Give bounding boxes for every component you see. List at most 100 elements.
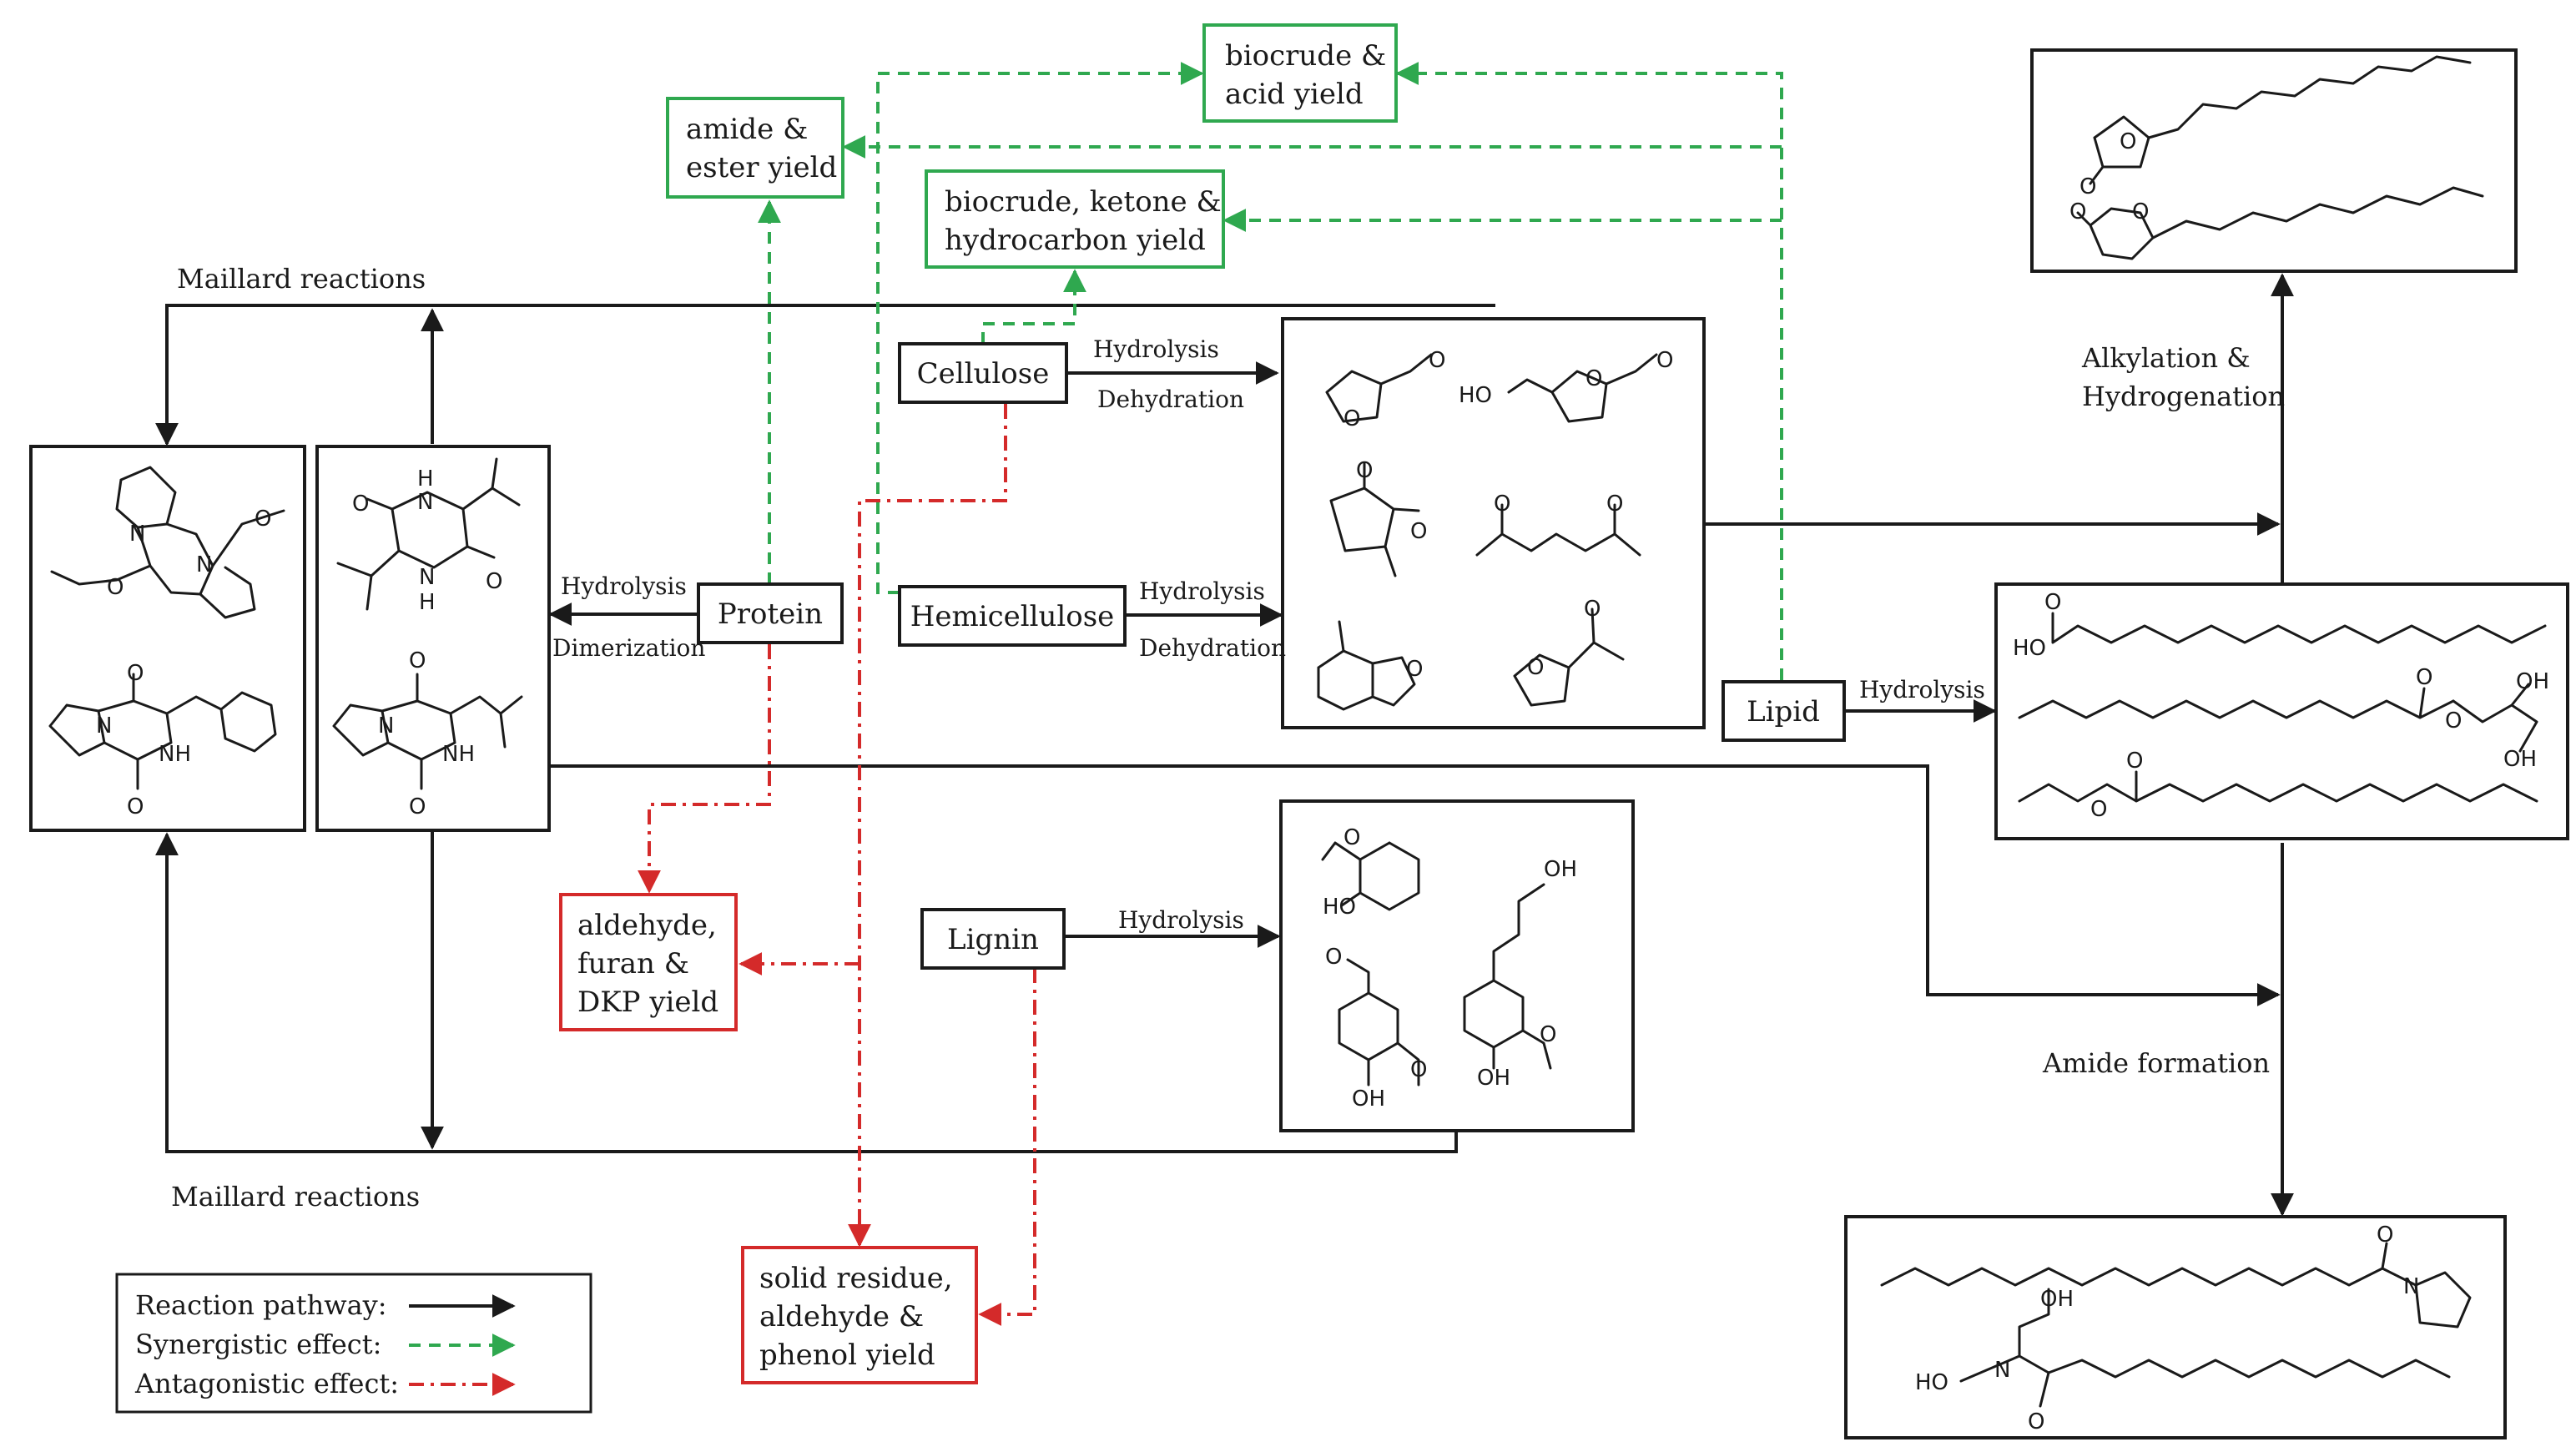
- atom-n-4: N: [417, 490, 433, 515]
- atom-o-5: O: [352, 492, 369, 517]
- atom-n-1: N: [129, 522, 145, 547]
- lipid-to-biocrude-acid: [1395, 62, 1783, 680]
- atom-o-1: O: [255, 507, 271, 532]
- antagonistic-boxes: aldehyde, furan & DKP yield solid residu…: [559, 893, 978, 1384]
- atom-o-34: O: [2028, 1409, 2044, 1434]
- atom-oh-1: OH: [1352, 1086, 1385, 1112]
- atom-o-21: O: [1325, 945, 1342, 970]
- atom-ho-1: HO: [1459, 383, 1492, 408]
- dkp-to-amide-line: [551, 764, 2281, 1006]
- label-dehydration-cellulose: Dehydration: [1097, 386, 1244, 413]
- structure-boxes: [29, 48, 2569, 1439]
- molecule-dihydroconiferyl-alcohol: [1463, 883, 1552, 1070]
- molecule-guaiacol: [1321, 841, 1420, 911]
- proline-dkp-box: [29, 445, 306, 832]
- atom-oh-6: OH: [2040, 1287, 2074, 1312]
- node-lignin-box: [920, 908, 1066, 970]
- molecule-acetylfuran: [1513, 608, 1625, 707]
- box-amide-ester[interactable]: amide & ester yield: [666, 97, 844, 199]
- label-alkylation-line-1: Alkylation &: [2081, 342, 2251, 374]
- box-aldehyde-furan-line-3: DKP yield: [577, 986, 718, 1019]
- atom-o-7: O: [409, 648, 426, 673]
- molecule-linoleic-acid: [2051, 612, 2547, 644]
- atom-ho-3: HO: [2013, 636, 2046, 661]
- atom-o-25: O: [2079, 174, 2096, 199]
- box-amide-ester-rect: [666, 97, 844, 199]
- atom-n-2: N: [196, 552, 212, 577]
- label-maillard-bottom: Maillard reactions: [171, 1181, 420, 1213]
- atom-ho-2: HO: [1323, 895, 1356, 920]
- atom-o-30: O: [2445, 708, 2462, 734]
- atom-o-19: O: [1584, 597, 1601, 622]
- maillard-top-line: [155, 304, 1495, 446]
- edge-labels: Maillard reactions Maillard reactions Hy…: [171, 263, 2285, 1213]
- box-aldehyde-furan-rect: [559, 893, 738, 1031]
- atom-oh-5: OH: [2503, 747, 2537, 772]
- molecule-pro-leu-dkp: [332, 673, 523, 790]
- lactones-box: [2030, 48, 2518, 273]
- reaction-pathways: [155, 273, 2294, 1217]
- atom-o-2: O: [107, 575, 124, 600]
- cellulose-to-biocrude-ketone: [981, 269, 1086, 344]
- box-solid-residue[interactable]: solid residue, aldehyde & phenol yield: [741, 1246, 978, 1384]
- atom-n-6: N: [378, 713, 394, 739]
- box-biocrude-acid-rect: [1202, 23, 1398, 123]
- atom-o-3: O: [127, 661, 144, 686]
- label-dehydration-hemicellulose: Dehydration: [1139, 634, 1286, 662]
- node-lignin[interactable]: Lignin: [920, 908, 1066, 970]
- node-hemicellulose[interactable]: Hemicellulose: [898, 585, 1127, 647]
- molecule-furfural: [1325, 353, 1433, 423]
- sugar-products-box: [1281, 317, 1706, 729]
- box-biocrude-ketone-rect: [925, 169, 1225, 269]
- atom-o-24: O: [2120, 129, 2136, 154]
- atom-o-16: O: [1606, 492, 1623, 517]
- atom-o-20: O: [1343, 825, 1360, 850]
- atom-o-4: O: [127, 794, 144, 819]
- atom-o-26: O: [2069, 199, 2086, 224]
- atom-o-31: O: [2126, 749, 2143, 774]
- cellulose-to-solid-residue: [848, 404, 1007, 1248]
- atom-o-15: O: [1494, 492, 1510, 517]
- node-cellulose-label: Cellulose: [917, 357, 1050, 391]
- box-aldehyde-furan[interactable]: aldehyde, furan & DKP yield: [559, 893, 738, 1031]
- label-dimerization-protein: Dimerization: [552, 634, 705, 662]
- box-biocrude-ketone[interactable]: biocrude, ketone & hydrocarbon yield: [925, 169, 1225, 269]
- molecule-gamma-lactone: [2089, 55, 2472, 185]
- atom-ho-4: HO: [1915, 1370, 1948, 1395]
- label-hydrolysis-cellulose: Hydrolysis: [1093, 335, 1219, 363]
- node-protein[interactable]: Protein: [697, 582, 844, 644]
- atom-oh-4: OH: [2516, 669, 2549, 694]
- atom-o-23: O: [1540, 1022, 1556, 1047]
- box-solid-residue-line-3: phenol yield: [759, 1339, 935, 1372]
- box-solid-residue-line-2: aldehyde &: [759, 1300, 924, 1334]
- label-hydrolysis-hemicellulose: Hydrolysis: [1139, 577, 1265, 605]
- label-hydrolysis-protein: Hydrolysis: [561, 572, 687, 600]
- box-biocrude-acid[interactable]: biocrude & acid yield: [1202, 23, 1398, 123]
- box-biocrude-acid-line-1: biocrude &: [1225, 39, 1386, 73]
- maillard-bottom-line: [155, 832, 1458, 1153]
- atom-o-32: O: [2090, 797, 2107, 822]
- atom-labels: O O N N O O N NH H N O O N H O O N NH O …: [96, 129, 2549, 1434]
- node-protein-label: Protein: [718, 597, 823, 631]
- atom-n-8: N: [1994, 1358, 2010, 1383]
- atom-o-18: O: [1527, 655, 1544, 680]
- atom-o-28: O: [2044, 590, 2061, 615]
- molecule-diethanolamide: [1959, 1288, 2451, 1408]
- molecule-pyrrolopyrazine: [50, 466, 285, 619]
- molecule-methylbenzofuran: [1317, 620, 1416, 711]
- node-cellulose[interactable]: Cellulose: [898, 342, 1068, 404]
- molecule-sketches: [48, 55, 2547, 1408]
- atom-o-17: O: [1406, 657, 1423, 682]
- box-biocrude-ketone-line-2: hydrocarbon yield: [945, 224, 1206, 257]
- node-lipid-box: [1722, 680, 1846, 742]
- legend: Reaction pathway: Synergistic effect: An…: [115, 1273, 592, 1414]
- box-amide-ester-line-1: amide &: [686, 113, 808, 146]
- atom-o-9: O: [1343, 406, 1360, 431]
- legend-reaction-label: Reaction pathway:: [135, 1289, 387, 1321]
- leucine-dkp-box: [315, 445, 551, 832]
- box-aldehyde-furan-line-2: furan &: [577, 947, 689, 981]
- atom-o-11: O: [1585, 366, 1602, 391]
- node-lipid[interactable]: Lipid: [1722, 680, 1846, 742]
- protein-to-aldehyde-furan: [638, 644, 771, 894]
